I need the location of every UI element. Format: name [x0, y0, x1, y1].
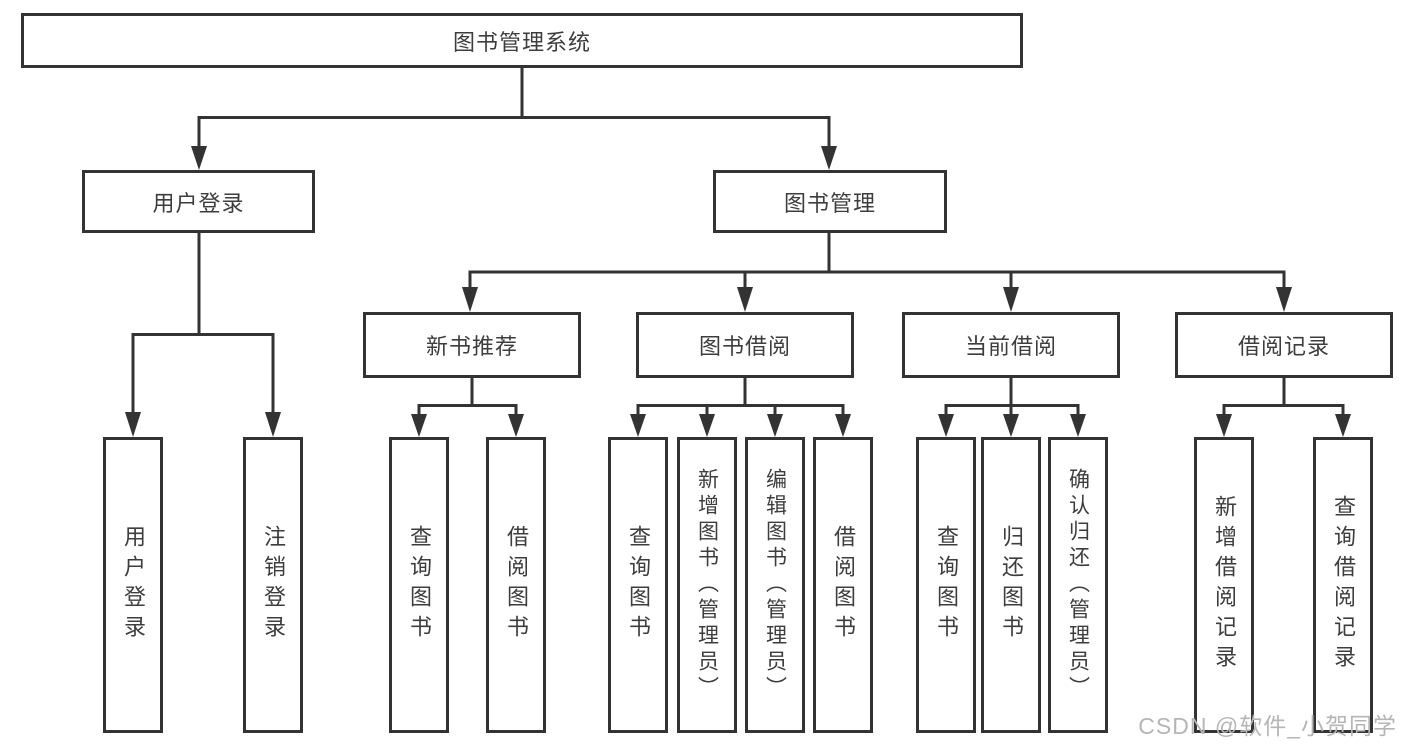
node-root: 图书管理系统 — [21, 13, 1023, 68]
node-current-borrow-label: 当前借阅 — [964, 334, 1057, 359]
node-new-book-recommend: 新书推荐 — [363, 312, 581, 378]
leaf-edit-book-admin-label: 编辑图书（管理员） — [763, 468, 787, 702]
leaf-query-books-borrow-label: 查询图书 — [626, 525, 651, 645]
leaf-query-borrow-record: 查询借阅记录 — [1313, 437, 1373, 733]
node-book-management-label: 图书管理 — [783, 190, 876, 216]
leaf-add-borrow-record: 新增借阅记录 — [1194, 437, 1254, 733]
node-new-book-recommend-label: 新书推荐 — [425, 334, 518, 359]
leaf-user-login-label: 用户登录 — [121, 525, 146, 645]
leaf-return-book: 归还图书 — [981, 437, 1041, 733]
node-book-borrow: 图书借阅 — [636, 312, 854, 378]
leaf-query-borrow-record-label: 查询借阅记录 — [1331, 495, 1356, 675]
node-user-login: 用户登录 — [82, 170, 315, 233]
node-borrow-records: 借阅记录 — [1175, 312, 1393, 378]
node-borrow-records-label: 借阅记录 — [1237, 334, 1330, 359]
leaf-borrow-books: 借阅图书 — [813, 437, 873, 733]
leaf-query-books-recommend-label: 查询图书 — [407, 525, 432, 645]
leaf-logout-label: 注销登录 — [261, 525, 286, 645]
leaf-borrow-books-label: 借阅图书 — [831, 525, 856, 645]
leaf-borrow-books-recommend: 借阅图书 — [486, 437, 546, 733]
leaf-query-books-recommend: 查询图书 — [389, 437, 449, 733]
leaf-edit-book-admin: 编辑图书（管理员） — [745, 437, 805, 733]
leaf-add-borrow-record-label: 新增借阅记录 — [1212, 495, 1237, 675]
node-user-login-label: 用户登录 — [152, 190, 245, 216]
leaf-query-books-current: 查询图书 — [916, 437, 976, 733]
node-book-borrow-label: 图书借阅 — [698, 334, 791, 359]
node-root-label: 图书管理系统 — [452, 29, 591, 55]
node-book-management: 图书管理 — [713, 170, 947, 233]
leaf-confirm-return-admin: 确认归还（管理员） — [1048, 437, 1108, 733]
leaf-add-book-admin: 新增图书（管理员） — [677, 437, 737, 733]
leaf-query-books-current-label: 查询图书 — [934, 525, 959, 645]
node-current-borrow: 当前借阅 — [902, 312, 1120, 378]
leaf-confirm-return-admin-label: 确认归还（管理员） — [1066, 468, 1090, 702]
leaf-borrow-books-recommend-label: 借阅图书 — [504, 525, 529, 645]
leaf-logout: 注销登录 — [243, 437, 303, 733]
leaf-return-book-label: 归还图书 — [999, 525, 1024, 645]
leaf-add-book-admin-label: 新增图书（管理员） — [695, 468, 719, 702]
leaf-user-login: 用户登录 — [103, 437, 163, 733]
leaf-query-books-borrow: 查询图书 — [608, 437, 668, 733]
